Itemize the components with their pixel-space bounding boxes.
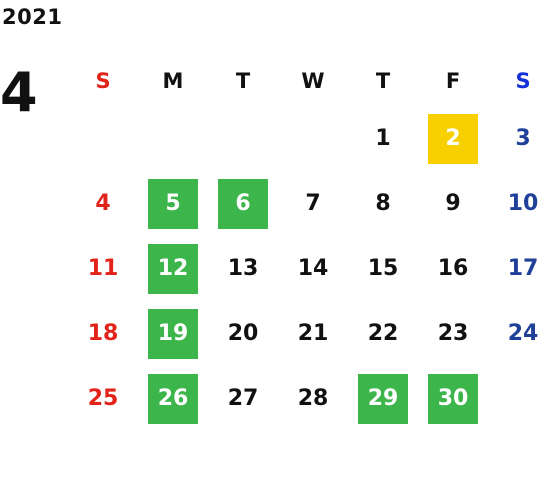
- day-cell[interactable]: 8: [348, 179, 418, 229]
- day-number: 19: [148, 308, 198, 359]
- weekday-friday: F: [445, 69, 461, 93]
- day-cell[interactable]: 12: [138, 243, 208, 294]
- day-number: 27: [227, 386, 259, 411]
- day-cell[interactable]: 26: [138, 373, 208, 424]
- empty-day-cell: [68, 114, 138, 164]
- day-number: 13: [227, 256, 259, 281]
- week-row: 18 19 20 21 22 23 24: [68, 301, 548, 366]
- day-cell[interactable]: 16: [418, 244, 488, 294]
- empty-day-cell: [488, 374, 548, 424]
- week-row: 1 2 3: [68, 106, 548, 171]
- weekday-header-row: S M T W T F S: [68, 56, 548, 106]
- weekday-saturday: S: [515, 69, 531, 93]
- empty-day-cell: [278, 114, 348, 164]
- day-number: 22: [367, 321, 399, 346]
- weekday-monday: M: [162, 69, 184, 93]
- day-number: 23: [437, 321, 469, 346]
- empty-day-cell: [208, 114, 278, 164]
- day-cell[interactable]: 3: [488, 114, 548, 164]
- day-cell[interactable]: 15: [348, 244, 418, 294]
- day-number: 11: [87, 256, 119, 281]
- day-cell[interactable]: 24: [488, 309, 548, 359]
- day-number: [78, 114, 128, 164]
- week-row: 25 26 27 28 29 30: [68, 366, 548, 431]
- day-number: 17: [507, 256, 539, 281]
- day-number: 24: [507, 321, 539, 346]
- empty-day-cell: [138, 114, 208, 164]
- day-cell[interactable]: 18: [68, 309, 138, 359]
- day-number: 25: [87, 386, 119, 411]
- day-number: 30: [428, 373, 478, 424]
- day-cell[interactable]: 6: [208, 178, 278, 229]
- day-number: 8: [375, 191, 391, 216]
- day-cell[interactable]: 21: [278, 309, 348, 359]
- day-number: 10: [507, 191, 539, 216]
- day-number: 12: [148, 243, 198, 294]
- day-cell[interactable]: 10: [488, 179, 548, 229]
- day-cell[interactable]: 13: [208, 244, 278, 294]
- day-cell[interactable]: 11: [68, 244, 138, 294]
- day-cell[interactable]: 25: [68, 374, 138, 424]
- day-cell[interactable]: 17: [488, 244, 548, 294]
- weekday-thursday: T: [375, 69, 391, 93]
- day-cell[interactable]: 9: [418, 179, 488, 229]
- day-number: 7: [305, 191, 321, 216]
- day-number: 26: [148, 373, 198, 424]
- day-number: 16: [437, 256, 469, 281]
- day-cell[interactable]: 30: [418, 373, 488, 424]
- day-cell[interactable]: 20: [208, 309, 278, 359]
- weekday-wednesday: W: [301, 69, 325, 93]
- day-number: 4: [95, 191, 111, 216]
- weekday-tuesday: T: [235, 69, 251, 93]
- day-cell[interactable]: 22: [348, 309, 418, 359]
- day-number: 2: [428, 113, 478, 164]
- day-cell[interactable]: 23: [418, 309, 488, 359]
- day-number: 28: [297, 386, 329, 411]
- day-number: [218, 114, 268, 164]
- weekday-sunday: S: [95, 69, 111, 93]
- day-number: [148, 114, 198, 164]
- day-number: 15: [367, 256, 399, 281]
- day-cell[interactable]: 27: [208, 374, 278, 424]
- week-row: 11 12 13 14 15 16 17: [68, 236, 548, 301]
- day-cell[interactable]: 4: [68, 179, 138, 229]
- day-number: 14: [297, 256, 329, 281]
- day-number: 3: [515, 126, 531, 151]
- day-number: [498, 374, 548, 424]
- day-number: [288, 114, 338, 164]
- day-number: 18: [87, 321, 119, 346]
- day-cell[interactable]: 28: [278, 374, 348, 424]
- day-cell[interactable]: 5: [138, 178, 208, 229]
- calendar-year: 2021: [2, 5, 63, 29]
- day-cell[interactable]: 14: [278, 244, 348, 294]
- day-number: 9: [445, 191, 461, 216]
- day-number: 5: [148, 178, 198, 229]
- day-number: 29: [358, 373, 408, 424]
- day-cell[interactable]: 2: [418, 113, 488, 164]
- day-number: 1: [375, 126, 391, 151]
- day-cell[interactable]: 1: [348, 114, 418, 164]
- day-cell[interactable]: 19: [138, 308, 208, 359]
- day-number: 20: [227, 321, 259, 346]
- day-cell[interactable]: 29: [348, 373, 418, 424]
- calendar-month: 4: [0, 61, 38, 124]
- day-number: 6: [218, 178, 268, 229]
- day-number: 21: [297, 321, 329, 346]
- day-cell[interactable]: 7: [278, 179, 348, 229]
